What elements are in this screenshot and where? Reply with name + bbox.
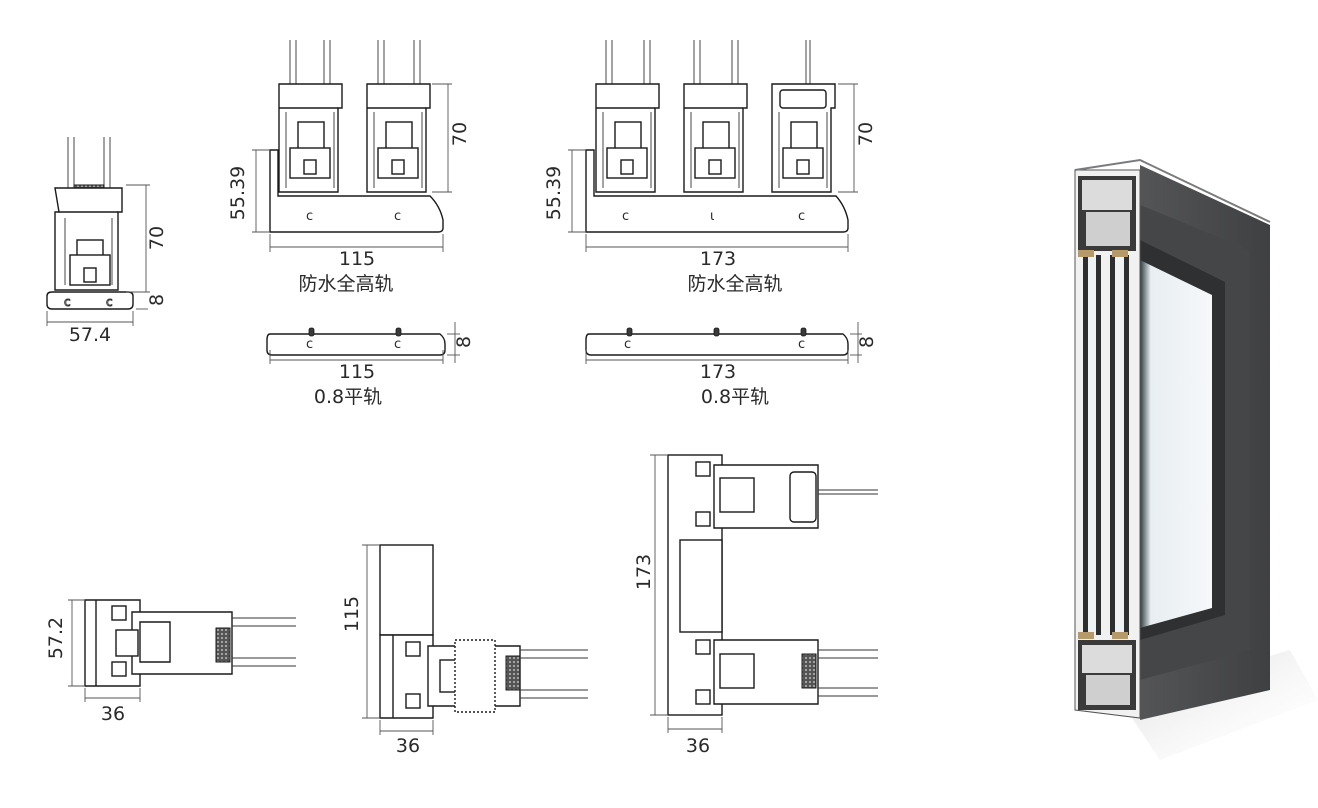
side-a-height-label: 57.2 xyxy=(45,617,67,659)
track-hook-icon: c xyxy=(106,295,113,309)
single-track-thickness-label: 8 xyxy=(146,294,168,306)
track2-flat-thickness-label: 8 xyxy=(453,336,475,348)
track3-height-label: 55.39 xyxy=(543,166,565,220)
single-sash-section: c c 70 8 57.4 xyxy=(46,137,168,346)
side-b-height-label: 115 xyxy=(341,596,363,632)
track-hook-icon: c xyxy=(622,209,629,224)
track-hook-icon: c xyxy=(306,337,313,352)
three-track-section: c ɩ c 55.39 70 173 防水全高轨 xyxy=(543,40,877,295)
side-section-three-track: 173 36 xyxy=(633,454,878,757)
track2-width-label: 115 xyxy=(339,248,375,270)
track2-height-label: 55.39 xyxy=(227,166,249,220)
side-section-two-track: 115 36 xyxy=(341,544,588,757)
track2-full-caption: 防水全高轨 xyxy=(298,273,393,295)
track-hook-icon: c xyxy=(306,209,313,224)
two-track-flat-rail: c c 8 115 0.8平轨 xyxy=(266,322,475,408)
three-track-flat-rail: c c 8 173 0.8平轨 xyxy=(585,322,878,408)
track2-sash-height-label: 70 xyxy=(449,122,471,146)
side-c-height-label: 173 xyxy=(633,554,655,590)
track3-flat-width-label: 173 xyxy=(700,361,736,383)
two-track-section: c c 55.39 70 115 防水全高轨 xyxy=(227,40,471,295)
track-hook-icon: c xyxy=(394,209,401,224)
track3-flat-thickness-label: 8 xyxy=(856,336,878,348)
track2-flat-caption: 0.8平轨 xyxy=(314,386,382,408)
track-hook-icon: c xyxy=(394,337,401,352)
track3-sash-height-label: 70 xyxy=(855,122,877,146)
track3-flat-caption: 0.8平轨 xyxy=(701,386,769,408)
track-hook-icon: c xyxy=(798,209,805,224)
side-section-single: 57.2 36 xyxy=(45,599,296,725)
side-b-width-label: 36 xyxy=(396,735,420,757)
side-a-width-label: 36 xyxy=(101,703,125,725)
track-hook-icon: ɩ xyxy=(710,209,714,224)
single-height-label: 70 xyxy=(146,226,168,250)
track3-full-caption: 防水全高轨 xyxy=(687,273,782,295)
track3-width-label: 173 xyxy=(700,248,736,270)
track-hook-icon: c xyxy=(64,295,71,309)
window-frame-render xyxy=(1074,158,1318,760)
track-hook-icon: c xyxy=(798,337,805,352)
single-width-label: 57.4 xyxy=(69,324,111,346)
track2-flat-width-label: 115 xyxy=(339,361,375,383)
track-hook-icon: c xyxy=(624,337,631,352)
side-c-width-label: 36 xyxy=(686,735,710,757)
